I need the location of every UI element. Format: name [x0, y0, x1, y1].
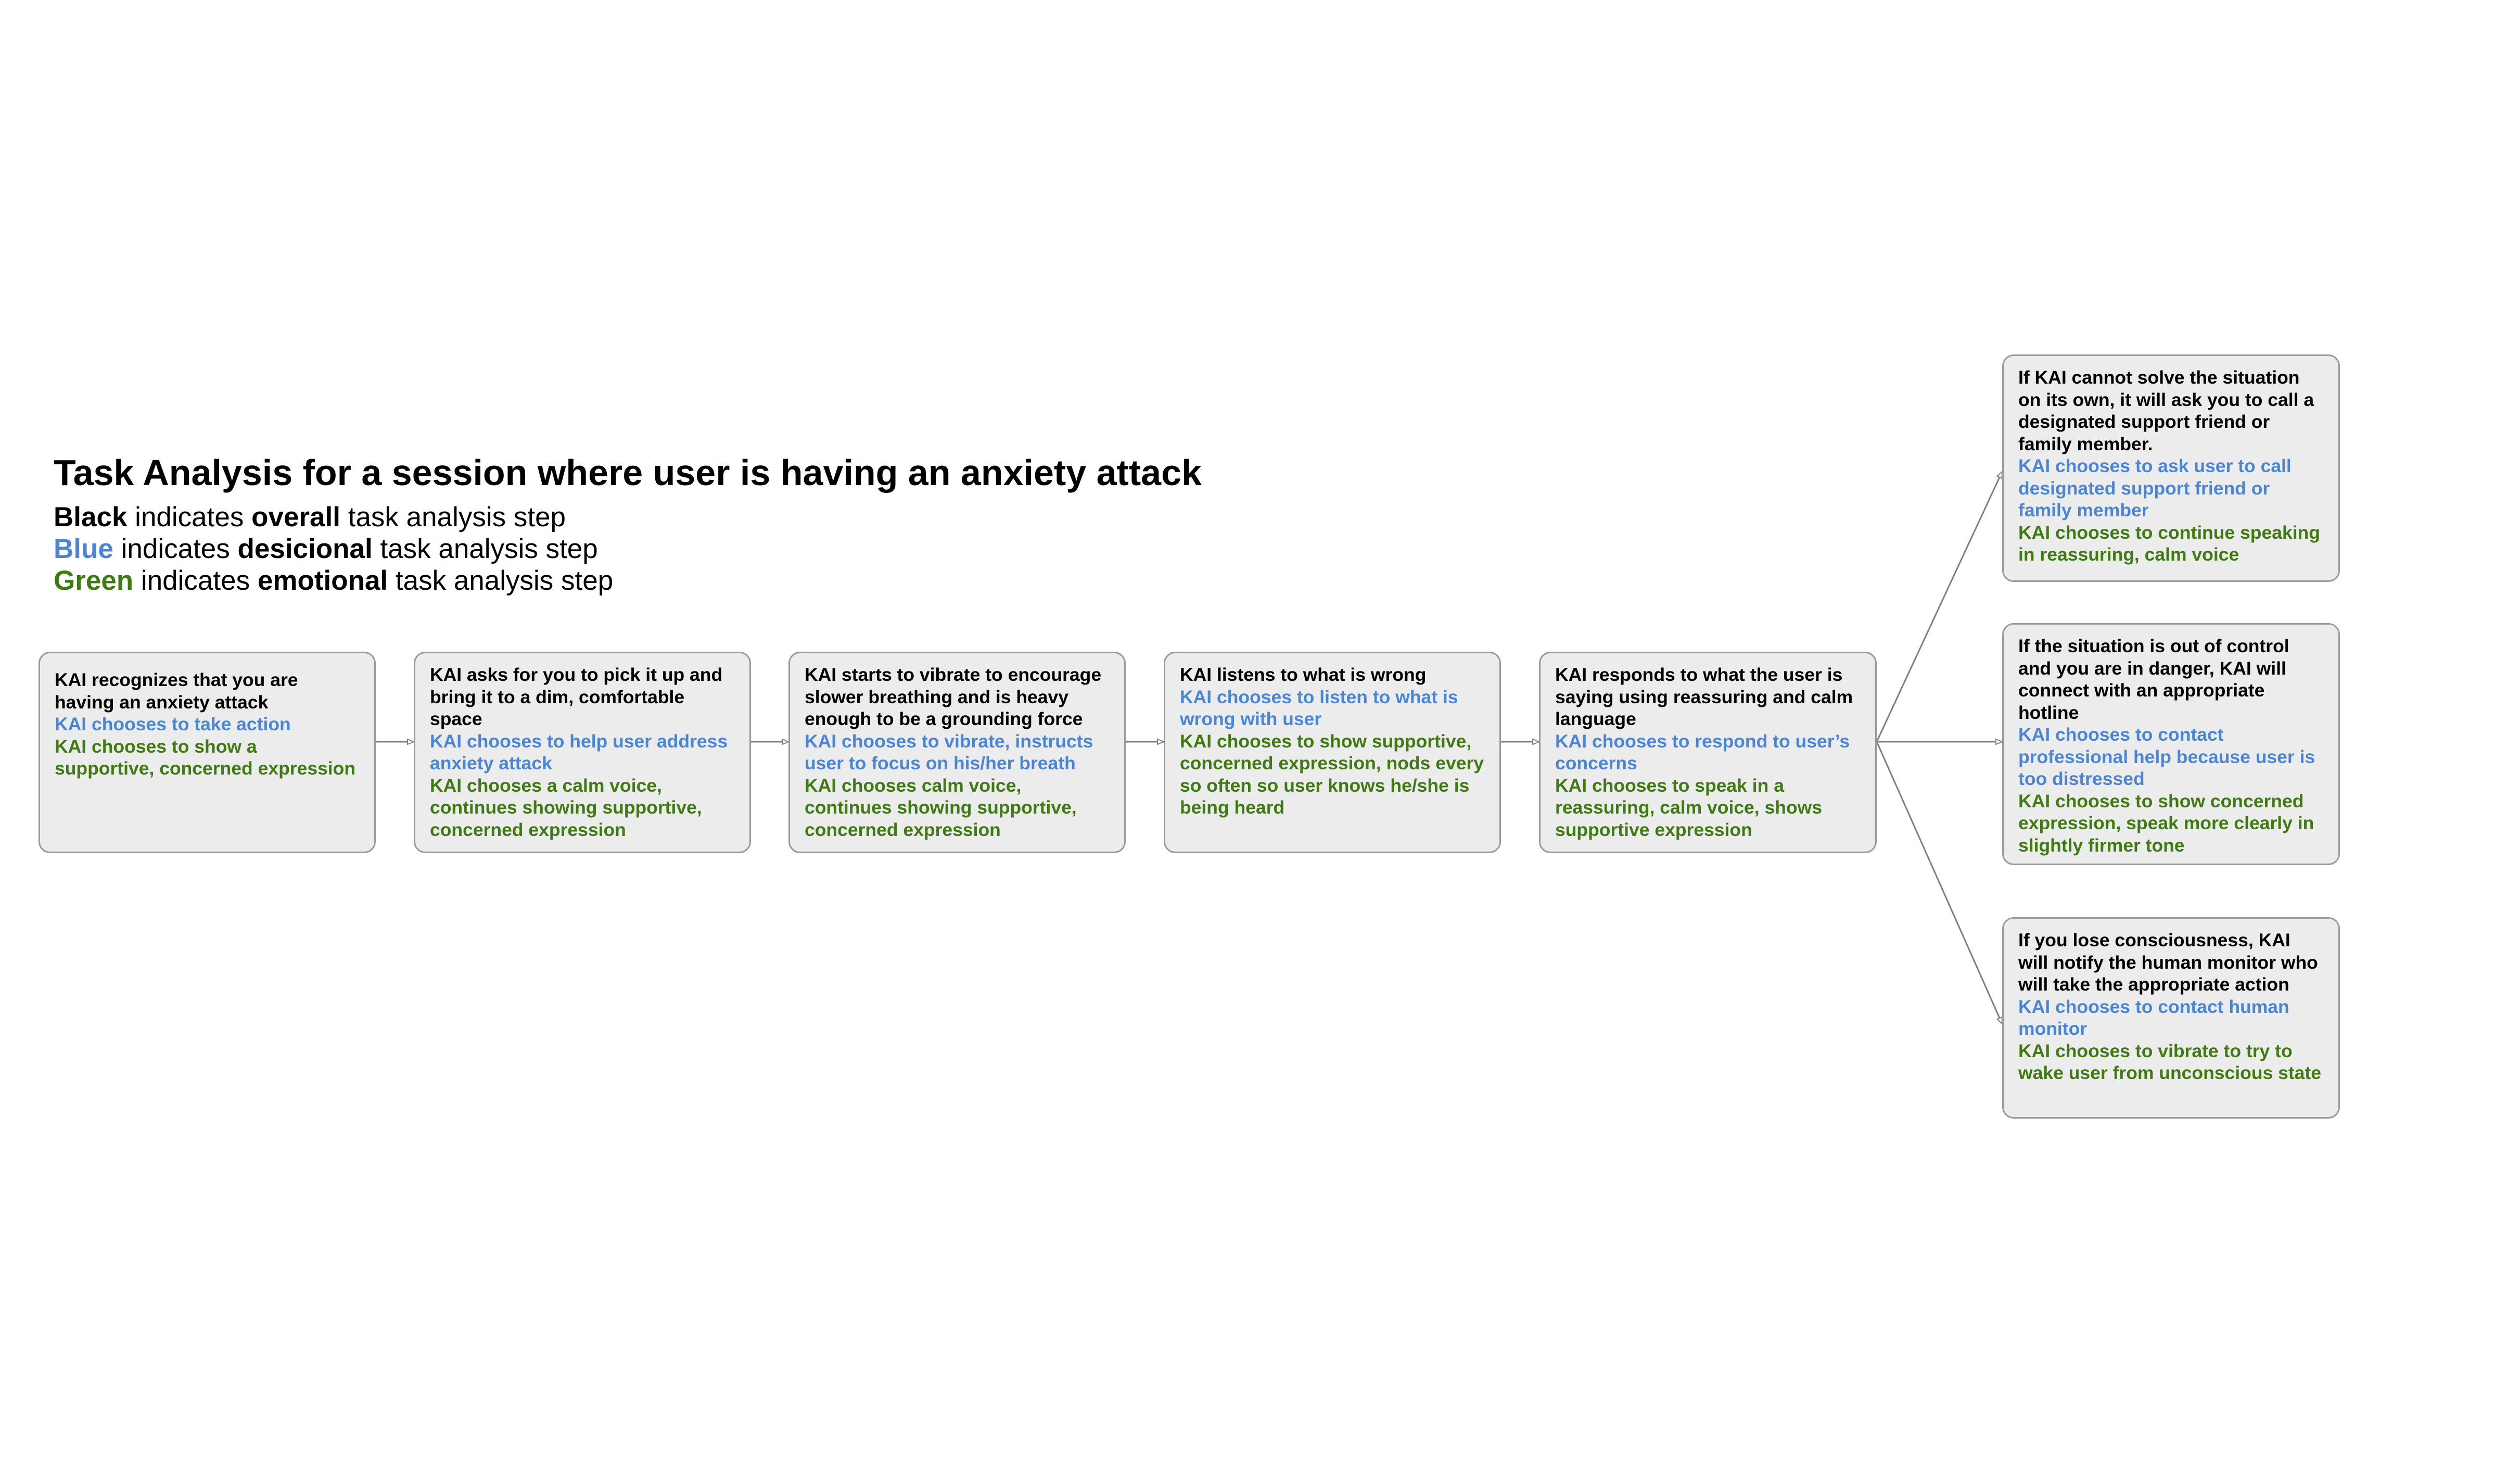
step-overall-text: KAI recognizes that you are having an an… — [55, 669, 298, 713]
legend-text: task analysis step — [348, 502, 566, 532]
step-emotional-text: KAI chooses to show a supportive, concer… — [55, 736, 356, 779]
step-box-5: KAI responds to what the user is saying … — [1539, 652, 1877, 853]
outcome-emotional-text: KAI chooses to show concerned expression… — [2018, 790, 2314, 856]
legend-text: task analysis step — [380, 534, 598, 564]
outcome-emotional-text: KAI chooses to vibrate to try to wake us… — [2018, 1040, 2321, 1084]
step-overall-text: KAI starts to vibrate to encourage slowe… — [805, 664, 1102, 729]
legend-text: indicates — [121, 534, 230, 564]
legend-color-word: Blue — [54, 534, 113, 564]
outcome-decisional-text: KAI chooses to ask user to call designat… — [2018, 455, 2292, 521]
step-overall-text: KAI listens to what is wrong — [1180, 664, 1427, 685]
outcome-box-1: If KAI cannot solve the situation on its… — [2002, 354, 2340, 582]
outcome-overall-text: If KAI cannot solve the situation on its… — [2018, 367, 2314, 454]
outcome-box-3: If you lose consciousness, KAI will noti… — [2002, 917, 2340, 1119]
legend-kind: desicional — [237, 534, 373, 564]
step-box-1: KAI recognizes that you are having an an… — [39, 652, 376, 853]
step-emotional-text: KAI chooses to show supportive, concerne… — [1180, 730, 1484, 818]
step-overall-text: KAI asks for you to pick it up and bring… — [430, 664, 723, 729]
legend-row-black: Black indicates overall task analysis st… — [54, 501, 613, 533]
legend-row-blue: Blue indicates desicional task analysis … — [54, 533, 613, 565]
legend-color-word: Black — [54, 502, 128, 532]
step-decisional-text: KAI chooses to vibrate, instructs user t… — [805, 730, 1093, 774]
step-emotional-text: KAI chooses calm voice, continues showin… — [805, 775, 1077, 840]
legend-kind: overall — [251, 502, 340, 532]
arrow-step5-to-outcome1 — [1876, 472, 2003, 742]
outcome-box-2: If the situation is out of control and y… — [2002, 623, 2340, 865]
outcome-emotional-text: KAI chooses to continue speaking in reas… — [2018, 522, 2320, 565]
step-box-4: KAI listens to what is wrong KAI chooses… — [1164, 652, 1501, 853]
legend-text: indicates — [135, 502, 244, 532]
outcome-decisional-text: KAI chooses to contact professional help… — [2018, 724, 2315, 789]
step-decisional-text: KAI chooses to listen to what is wrong w… — [1180, 686, 1458, 730]
legend-text: task analysis step — [395, 565, 614, 596]
step-box-3: KAI starts to vibrate to encourage slowe… — [788, 652, 1126, 853]
step-decisional-text: KAI chooses to help user address anxiety… — [430, 730, 728, 774]
legend-kind: emotional — [257, 565, 388, 596]
step-emotional-text: KAI chooses to speak in a reassuring, ca… — [1555, 775, 1822, 840]
legend-color-word: Green — [54, 565, 134, 596]
legend: Black indicates overall task analysis st… — [54, 501, 613, 597]
legend-row-green: Green indicates emotional task analysis … — [54, 565, 613, 597]
legend-text: indicates — [141, 565, 250, 596]
outcome-decisional-text: KAI chooses to contact human monitor — [2018, 996, 2289, 1039]
arrow-step5-to-outcome3 — [1876, 741, 2003, 1024]
outcome-overall-text: If you lose consciousness, KAI will noti… — [2018, 930, 2318, 995]
step-decisional-text: KAI chooses to respond to user’s concern… — [1555, 730, 1850, 774]
step-overall-text: KAI responds to what the user is saying … — [1555, 664, 1853, 729]
diagram-title: Task Analysis for a session where user i… — [54, 452, 1202, 493]
step-emotional-text: KAI chooses a calm voice, continues show… — [430, 775, 702, 840]
outcome-overall-text: If the situation is out of control and y… — [2018, 636, 2289, 723]
step-box-2: KAI asks for you to pick it up and bring… — [414, 652, 751, 853]
step-decisional-text: KAI chooses to take action — [55, 714, 291, 734]
